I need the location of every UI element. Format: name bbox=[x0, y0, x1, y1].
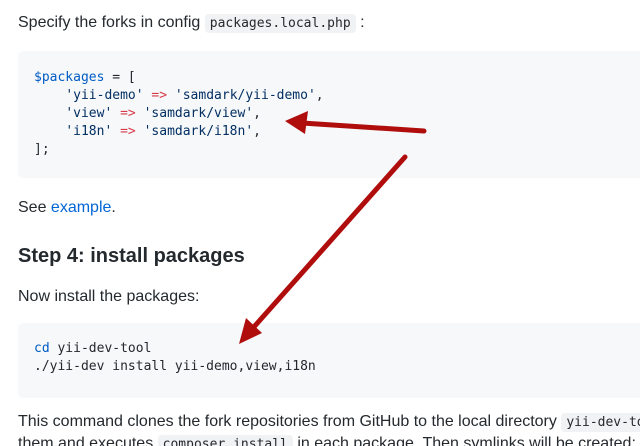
see-prefix: See bbox=[18, 199, 47, 216]
code-key-i18n: 'i18n' bbox=[65, 124, 113, 139]
arrow-to-install-block bbox=[239, 154, 408, 344]
clone-prefix: them and executes bbox=[18, 435, 154, 446]
code-value-yii-demo: 'samdark/yii-demo' bbox=[174, 88, 316, 103]
code-arrow-op: => bbox=[120, 106, 136, 121]
code-arrow-op: => bbox=[120, 124, 136, 139]
local-dir-code: yii-dev-tool bbox=[561, 413, 640, 432]
code-value-i18n: 'samdark/i18n' bbox=[143, 124, 254, 139]
clone-text: This command clones the fork repositorie… bbox=[18, 413, 557, 430]
config-code-block: $packages = [ 'yii-demo' => 'samdark/yii… bbox=[18, 51, 640, 178]
code-install-command: ./yii-dev install yii-demo,view,i18n bbox=[34, 359, 316, 374]
code-cd-command: cd bbox=[34, 341, 50, 356]
code-comma: , bbox=[253, 106, 261, 121]
code-value-view: 'samdark/view' bbox=[143, 106, 254, 121]
install-intro-text: Now install the packages: bbox=[18, 288, 200, 305]
code-var-packages: $packages bbox=[34, 70, 105, 85]
composer-install-code: composer install bbox=[157, 435, 293, 446]
install-code: cd yii-dev-tool ./yii-dev install yii-de… bbox=[34, 340, 316, 376]
code-comma: , bbox=[315, 88, 324, 103]
clone-suffix: in each package. Then symlinks will be c… bbox=[297, 435, 636, 446]
install-code-block: cd yii-dev-tool ./yii-dev install yii-de… bbox=[18, 323, 640, 398]
code-cd-arg: yii-dev-tool bbox=[49, 341, 152, 356]
code-key-yii-demo: 'yii-demo' bbox=[65, 88, 144, 103]
see-suffix: . bbox=[111, 199, 116, 216]
install-intro-paragraph: Now install the packages: bbox=[18, 285, 199, 309]
clone-paragraph-line2: them and executes composer install in ea… bbox=[18, 432, 636, 446]
code-assign: = [ bbox=[104, 70, 136, 85]
code-key-view: 'view' bbox=[65, 106, 113, 121]
intro-text: Specify the forks in config bbox=[18, 14, 201, 31]
clone-paragraph-line1: This command clones the fork repositorie… bbox=[18, 410, 640, 435]
intro-suffix: : bbox=[360, 14, 365, 31]
config-code: $packages = [ 'yii-demo' => 'samdark/yii… bbox=[34, 69, 324, 159]
intro-paragraph: Specify the forks in config packages.loc… bbox=[18, 11, 365, 36]
step4-heading: Step 4: install packages bbox=[18, 245, 245, 267]
code-arrow-op: => bbox=[151, 88, 168, 103]
example-link[interactable]: example bbox=[50, 199, 112, 216]
config-filename-code: packages.local.php bbox=[204, 14, 356, 33]
code-comma: , bbox=[253, 124, 261, 139]
code-close: ]; bbox=[34, 142, 50, 157]
see-example-paragraph: See example. bbox=[18, 196, 116, 220]
